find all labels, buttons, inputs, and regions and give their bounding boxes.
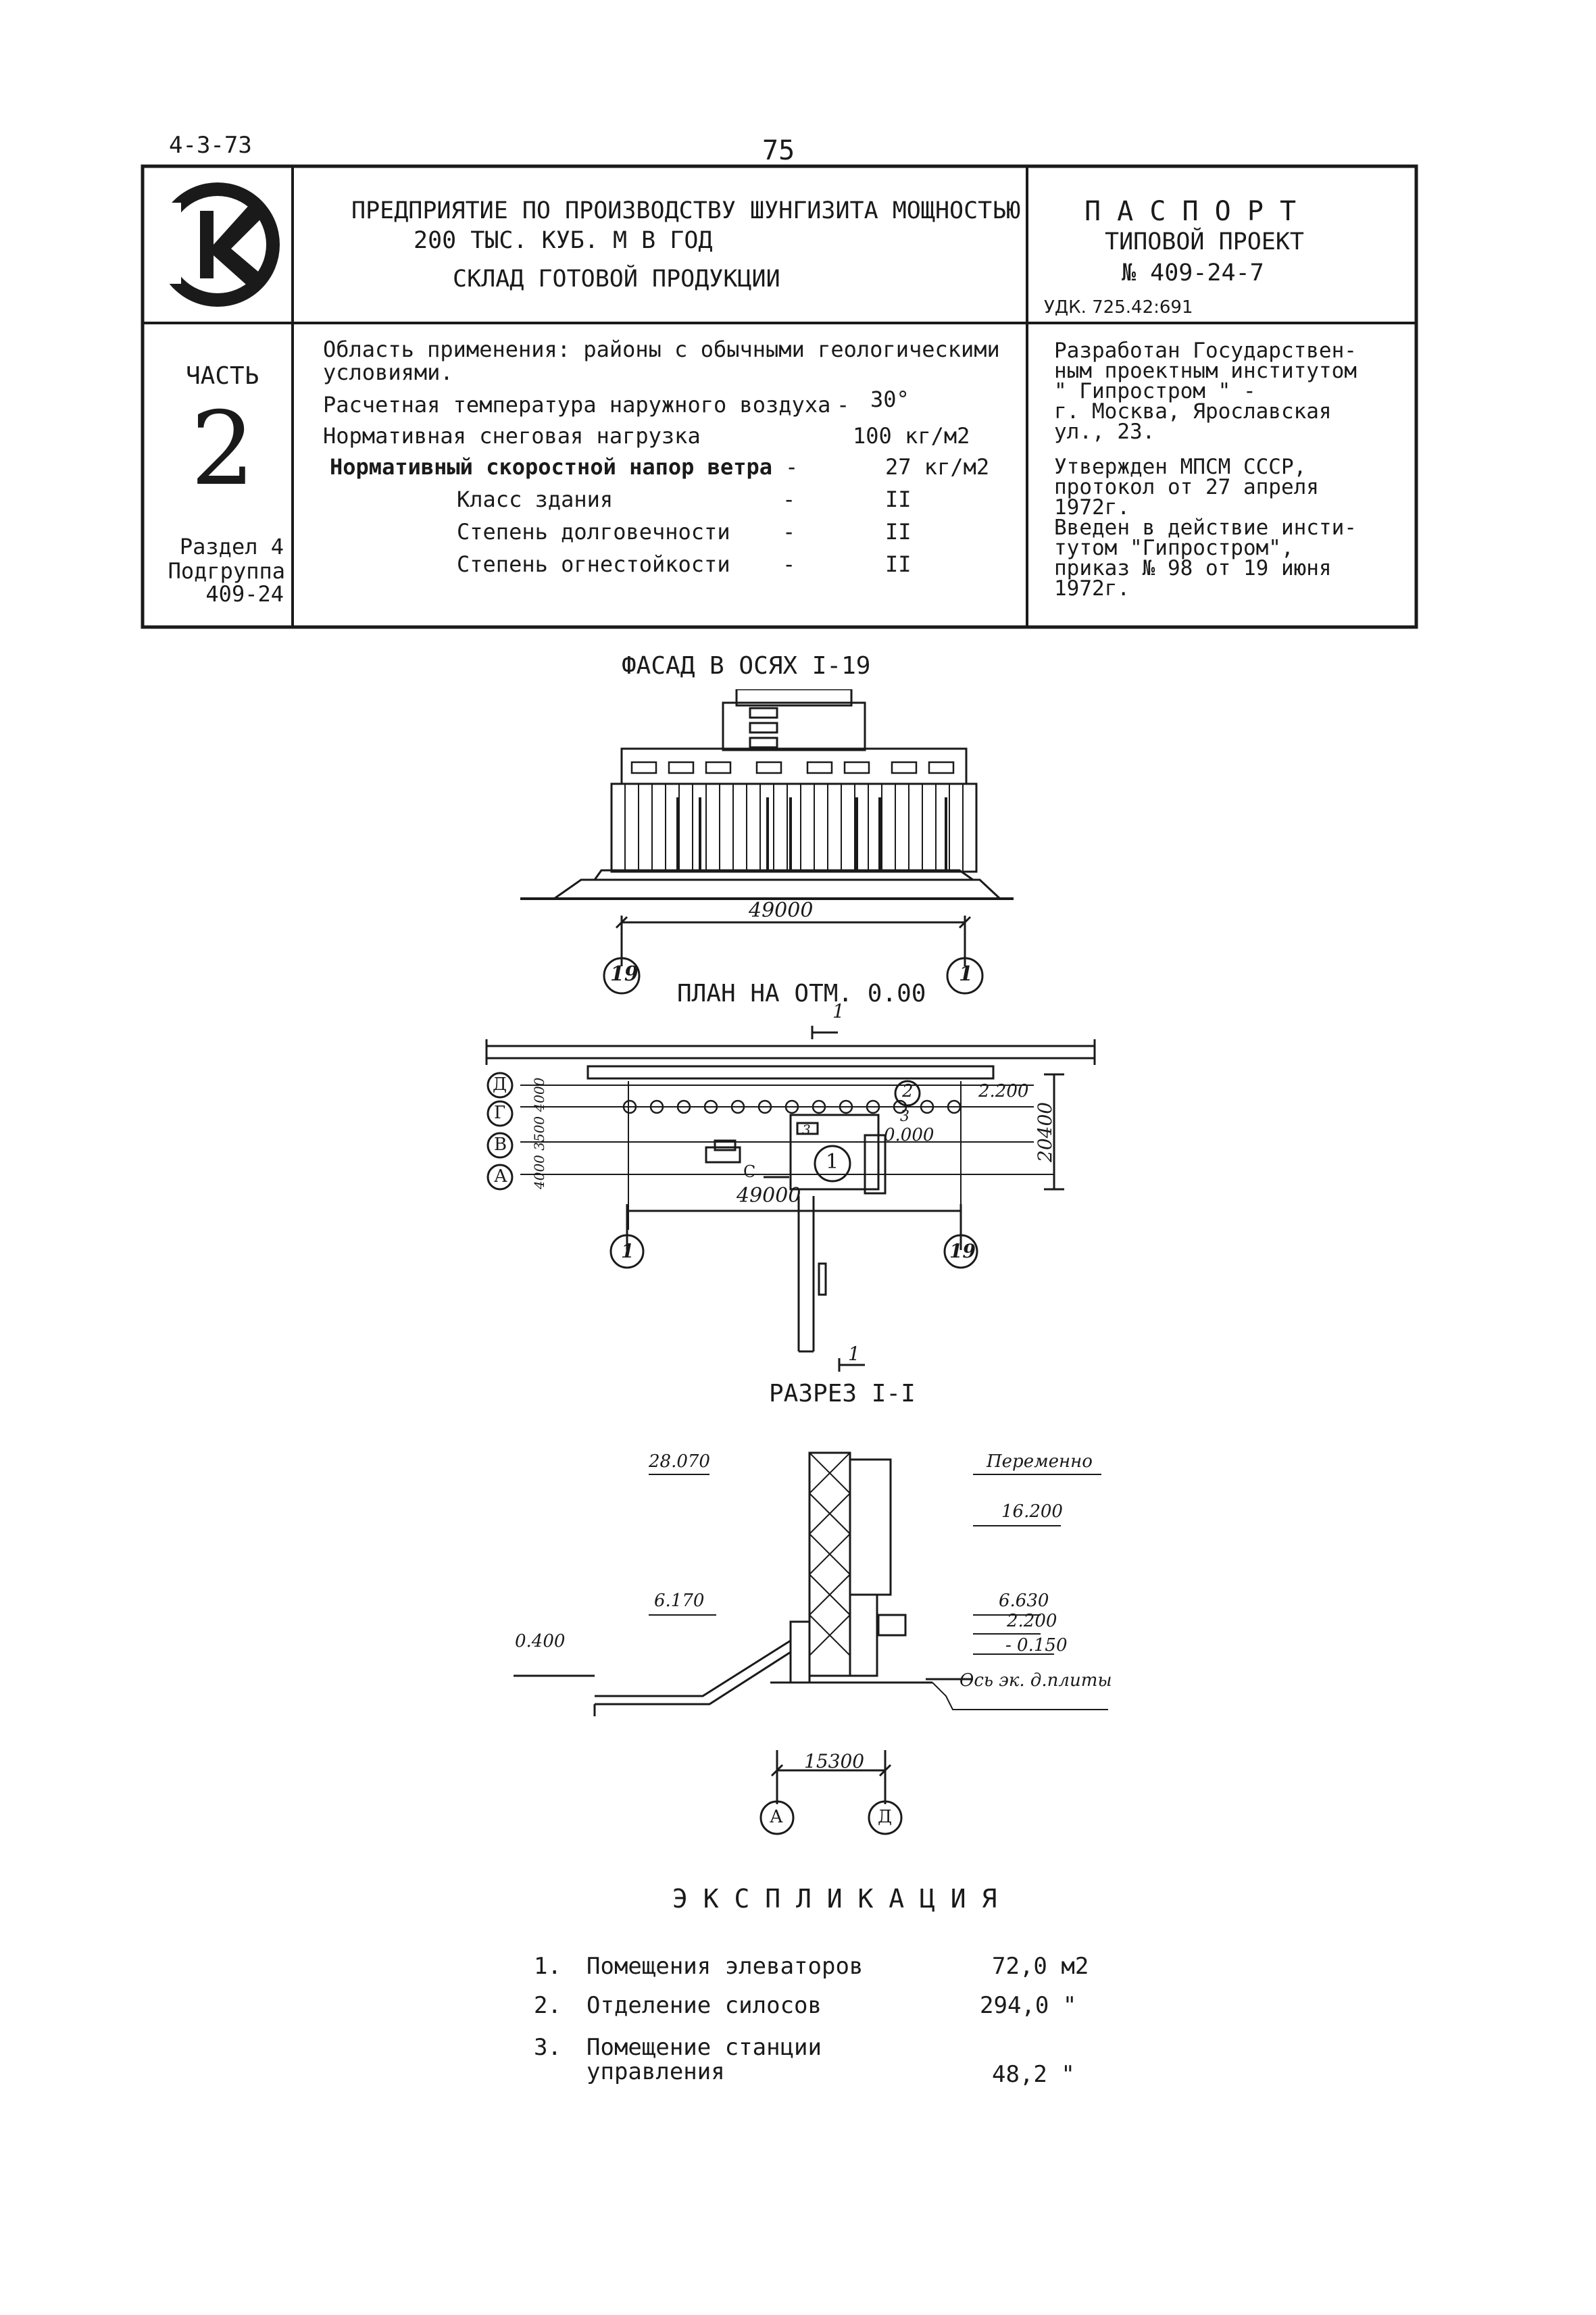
explication-name: Отделение силосов <box>587 1992 822 2019</box>
introduced-line: приказ № 98 от 19 июня <box>1054 556 1332 580</box>
facade-dim: 49000 <box>749 899 814 922</box>
plan-section-mark-top: 1 <box>832 1000 845 1022</box>
section-axis-right: Д <box>878 1807 893 1827</box>
spec-dash: - <box>785 454 799 480</box>
section-level-16200: 16.200 <box>1001 1501 1063 1522</box>
plan-room-1: 1 <box>826 1150 839 1174</box>
spec-label: Нормативный скоростной напор ветра <box>330 454 773 480</box>
explication-name: Помещение станции <box>587 2034 822 2061</box>
spec-value: II <box>885 551 912 577</box>
passport-type: ТИПОВОЙ ПРОЕКТ <box>1105 228 1305 255</box>
spec-value: 100 кг/м2 <box>853 423 970 449</box>
explication-num: 3. <box>534 2034 562 2061</box>
spec-dash: - <box>837 392 850 418</box>
spec-label: Нормативная снеговая нагрузка <box>323 423 701 449</box>
title-line3: СКЛАД ГОТОВОЙ ПРОДУКЦИИ <box>453 266 780 293</box>
plan-mark-c: С <box>743 1162 756 1181</box>
title-line1: ПРЕДПРИЯТИЕ ПО ПРОИЗВОДСТВУ ШУНГИЗИТА МО… <box>351 197 1021 224</box>
spec-label: Степень огнестойкости <box>457 551 730 577</box>
passport-title: П А С П О Р Т <box>1084 196 1297 227</box>
section-line3: 409-24 <box>205 581 284 607</box>
facade-drawing <box>520 689 1014 995</box>
explication-name: Помещения элеваторов <box>587 1953 864 1980</box>
facade-axis-right: 1 <box>959 962 973 986</box>
part-number: 2 <box>191 391 255 508</box>
plan-row-label: Д <box>493 1074 507 1095</box>
spec-dash: - <box>782 519 796 545</box>
plan-room-3: 3 <box>802 1122 811 1138</box>
section-title: РАЗРЕЗ I-I <box>769 1380 916 1408</box>
spec-label: Степень долговечности <box>457 519 730 545</box>
section-level-0400: 0.400 <box>515 1631 566 1651</box>
logo <box>154 182 280 307</box>
explication-title: Э К С П Л И К А Ц И Я <box>672 1884 997 1914</box>
spec-dash: - <box>782 487 796 512</box>
plan-dim-width: 49000 <box>737 1184 801 1208</box>
plan-row-label: В <box>494 1135 507 1155</box>
title-line2: 200 ТЫС. КУБ. М В ГОД <box>414 227 713 254</box>
explication-num: 2. <box>534 1992 562 2019</box>
section-level-top-right: Переменно <box>987 1451 1093 1472</box>
section-level-2200: 2.200 <box>1007 1611 1057 1631</box>
udk-code: УДК. 725.42:691 <box>1044 297 1193 318</box>
section-line1: Раздел 4 <box>179 534 284 559</box>
section-level-6170: 6.170 <box>654 1591 705 1611</box>
explication-name-cont: управления <box>587 2058 725 2085</box>
developer-block: Разработан Государствен- ным проектным и… <box>1054 341 1357 599</box>
spec-value: 27 кг/м2 <box>885 454 990 480</box>
section-level-top-left: 28.070 <box>649 1451 710 1472</box>
plan-row-label: А <box>494 1166 507 1187</box>
page-number: 75 <box>762 135 795 166</box>
plan-drawing <box>485 1026 1096 1372</box>
plan-level-0000: 0.000 <box>884 1125 934 1145</box>
section-note: Ось эк. д.плиты <box>959 1670 1112 1691</box>
introduced-line: Введен в действие инсти- <box>1054 516 1357 540</box>
doc-code: 4-3-73 <box>169 132 252 159</box>
introduced-line: 1972г. <box>1054 576 1130 601</box>
explication-value: 294,0 " <box>980 1992 1077 2019</box>
passport-number: № 409-24-7 <box>1122 259 1264 287</box>
developer-line: " Гипростром " - <box>1054 379 1256 403</box>
plan-mark-3: 3 <box>900 1108 909 1125</box>
plan-total-height: 20400 <box>1034 1101 1056 1162</box>
plan-room-2: 2 <box>902 1081 914 1101</box>
plan-level-2200: 2.200 <box>978 1081 1029 1101</box>
plan-row-label: Г <box>494 1103 506 1123</box>
plan-axis-right: 19 <box>949 1240 976 1262</box>
section-line2: Подгруппа <box>168 558 285 584</box>
title-block-frame <box>141 164 1418 629</box>
facade-title: ФАСАД В ОСЯХ I-19 <box>622 652 871 680</box>
explication-num: 1. <box>534 1953 562 1980</box>
explication-value: 72,0 м2 <box>992 1953 1089 1980</box>
section-drawing <box>514 1451 1108 1835</box>
facade-axis-left: 19 <box>610 962 639 986</box>
section-level-0150: - 0.150 <box>1005 1635 1068 1656</box>
section-level-6630: 6.630 <box>999 1591 1049 1611</box>
spec-label: Класс здания <box>457 487 614 512</box>
explication-value: 48,2 " <box>992 2061 1075 2088</box>
spec-value: II <box>885 487 912 512</box>
introduced-line: тутом "Гипростром", <box>1054 536 1294 560</box>
plan-axis-left: 1 <box>621 1240 634 1262</box>
developer-line: г. Москва, Ярославская <box>1054 399 1332 424</box>
plan-section-mark-bottom: 1 <box>848 1343 860 1365</box>
developer-line: ным проектным институтом <box>1054 359 1357 383</box>
application-line1: Область применения: районы с обычными ге… <box>323 337 1000 362</box>
section-dim: 15300 <box>804 1750 865 1772</box>
developer-line: Разработан Государствен- <box>1054 339 1357 363</box>
approved-line: протокол от 27 апреля <box>1054 475 1319 499</box>
spec-value: II <box>885 519 912 545</box>
spec-label: Расчетная температура наружного воздуха <box>323 392 831 418</box>
section-axis-left: А <box>770 1807 783 1827</box>
part-label: ЧАСТЬ <box>186 362 259 390</box>
approved-line: Утвержден МПСМ СССР, <box>1054 455 1307 479</box>
application-line2: условиями. <box>323 359 453 385</box>
spec-dash: - <box>782 551 796 577</box>
spec-value: 30° <box>870 387 909 412</box>
plan-title: ПЛАН НА ОТМ. 0.00 <box>677 980 926 1007</box>
developer-line: ул., 23. <box>1054 420 1155 444</box>
plan-row-dims: 4000 3500 4000 <box>531 1077 547 1189</box>
approved-line: 1972г. <box>1054 495 1130 520</box>
